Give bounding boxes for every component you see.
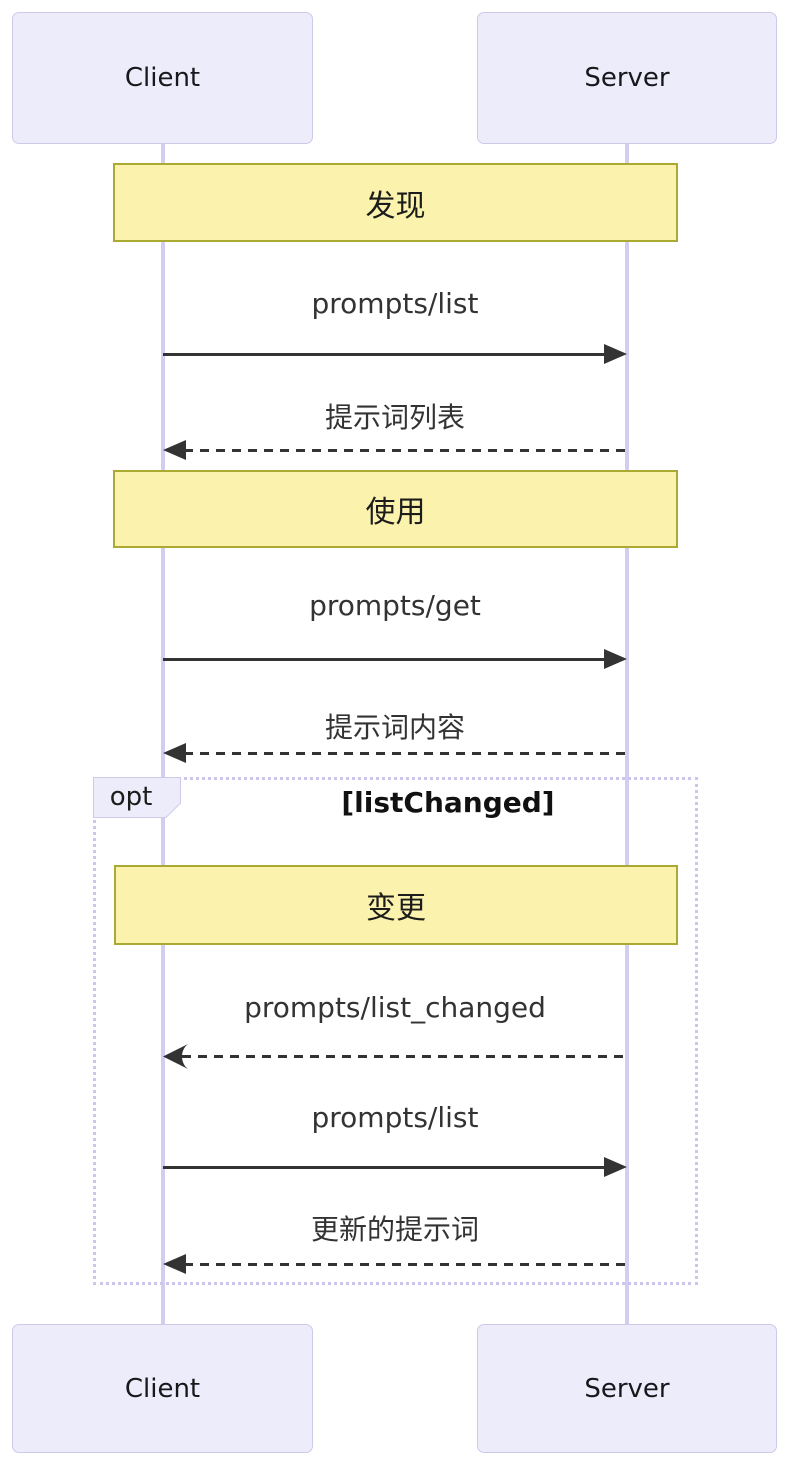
message-label: 提示词内容 [324, 711, 465, 744]
section-note-usage: 使用 [113, 470, 678, 548]
actor-client-top: Client [12, 12, 313, 144]
message-arrow-line [184, 449, 627, 452]
message-arrow-line [163, 1166, 606, 1169]
section-note-discovery: 发现 [113, 163, 678, 242]
message-label: prompts/get [309, 589, 481, 622]
message-label: prompts/list_changed [244, 991, 546, 1024]
client-lifeline [161, 144, 165, 1324]
opt-keyword-label: opt [109, 782, 153, 812]
server-lifeline [625, 144, 629, 1324]
arrowhead-open-left-icon [163, 1044, 188, 1069]
actor-server-top: Server [477, 12, 777, 144]
section-note-discovery-label: 发现 [365, 188, 426, 224]
opt-label-shape [93, 777, 181, 818]
arrowhead-left-icon [163, 440, 186, 460]
message-arrow-line [184, 752, 627, 755]
message-arrow-line [163, 658, 606, 661]
section-note-change-label: 变更 [366, 891, 426, 926]
message-label: 更新的提示词 [310, 1213, 479, 1246]
actor-server-top-label: Server [584, 63, 670, 93]
opt-fragment-frame [93, 777, 698, 1285]
message-arrow-line [184, 1263, 627, 1266]
arrowhead-right-icon [604, 1157, 627, 1177]
actor-client-bottom: Client [12, 1324, 313, 1453]
arrowhead-right-icon [604, 344, 627, 364]
actor-client-bottom-label: Client [124, 1373, 201, 1404]
message-arrow-line [163, 353, 606, 356]
message-label: prompts/list [311, 1101, 479, 1134]
section-note-change: 变更 [114, 865, 678, 945]
arrowhead-left-icon [163, 743, 186, 763]
actor-server-bottom: Server [477, 1324, 777, 1453]
actor-server-bottom-label: Server [584, 1373, 670, 1404]
message-label: 提示词列表 [324, 401, 465, 434]
actor-client-top-label: Client [124, 63, 201, 93]
section-note-usage-label: 使用 [365, 495, 426, 530]
message-arrow-line [182, 1055, 627, 1058]
opt-guard-label: [listChanged] [341, 786, 555, 819]
arrowhead-left-icon [163, 1254, 186, 1274]
arrowhead-right-icon [604, 649, 627, 669]
message-label: prompts/list [311, 287, 479, 320]
